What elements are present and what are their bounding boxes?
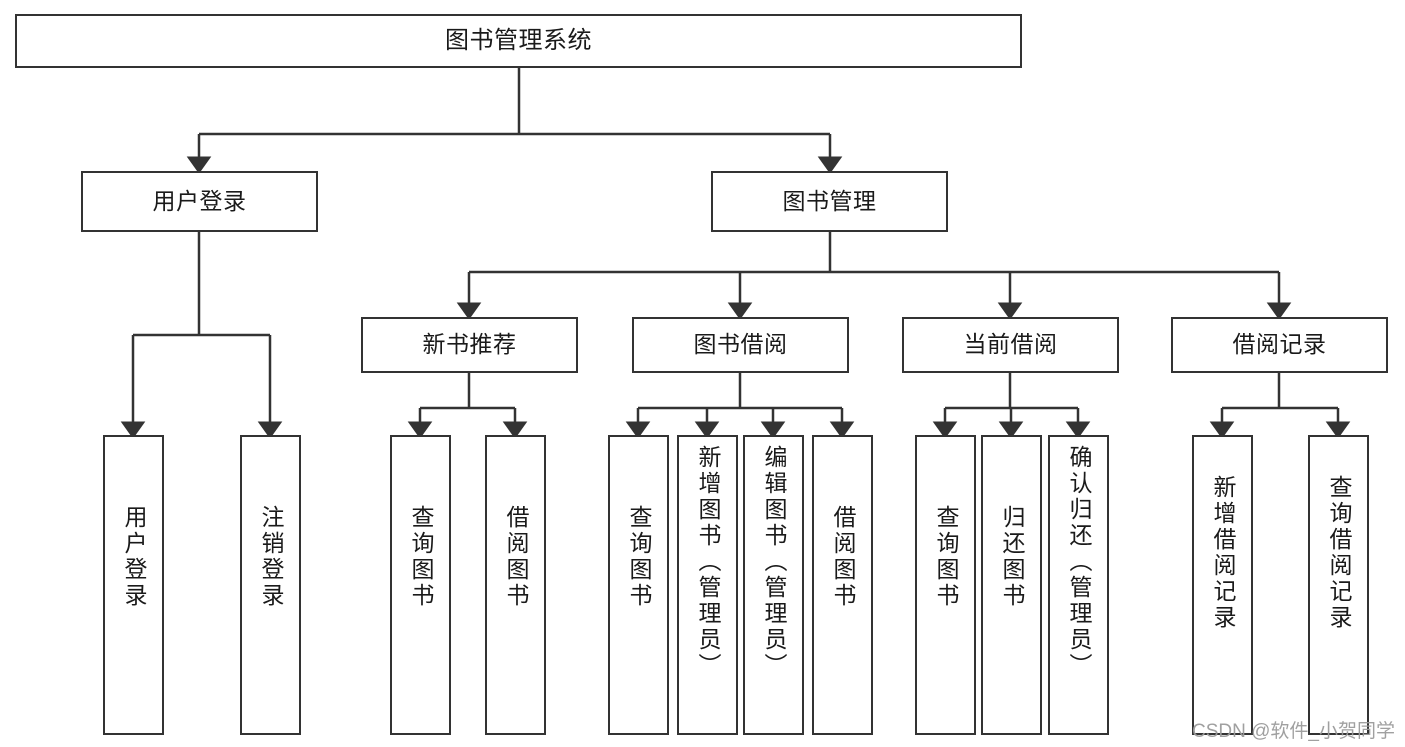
leaf-query-book-current[interactable]: 查询图书 xyxy=(915,435,976,735)
node-label: 图书管理 xyxy=(782,187,877,214)
node-label: 归还图书 xyxy=(999,505,1025,609)
node-label: 新增借阅记录 xyxy=(1210,475,1236,631)
node-label: 查询借阅记录 xyxy=(1326,475,1352,631)
node-label: 查询图书 xyxy=(408,505,434,609)
leaf-query-book-borrow[interactable]: 查询图书 xyxy=(608,435,669,735)
watermark-text: CSDN @软件_小贺同学 xyxy=(1192,721,1395,742)
node-label: 图书借阅 xyxy=(693,331,788,358)
node-label: 新增图书（管理员） xyxy=(695,445,721,679)
node-current-borrow[interactable]: 当前借阅 xyxy=(902,317,1119,373)
node-label: 图书管理系统 xyxy=(445,26,592,54)
node-label: 用户登录 xyxy=(152,187,247,214)
node-user-login[interactable]: 用户登录 xyxy=(81,171,318,232)
node-label: 借阅图书 xyxy=(830,505,856,609)
node-label: 借阅图书 xyxy=(503,505,529,609)
leaf-query-book-recommend[interactable]: 查询图书 xyxy=(390,435,451,735)
leaf-confirm-return-admin[interactable]: 确认归还（管理员） xyxy=(1048,435,1109,735)
node-label: 查询图书 xyxy=(626,505,652,609)
node-book-borrow[interactable]: 图书借阅 xyxy=(632,317,849,373)
node-label: 编辑图书（管理员） xyxy=(761,445,787,679)
node-label: 新书推荐 xyxy=(422,331,517,358)
node-label: 查询图书 xyxy=(933,505,959,609)
node-label: 借阅记录 xyxy=(1232,331,1327,358)
leaf-edit-book-admin[interactable]: 编辑图书（管理员） xyxy=(743,435,804,735)
leaf-add-book-admin[interactable]: 新增图书（管理员） xyxy=(677,435,738,735)
leaf-logout[interactable]: 注销登录 xyxy=(240,435,301,735)
node-borrow-record[interactable]: 借阅记录 xyxy=(1171,317,1388,373)
leaf-add-borrow-record[interactable]: 新增借阅记录 xyxy=(1192,435,1253,735)
node-book-management[interactable]: 图书管理 xyxy=(711,171,948,232)
leaf-borrow-book[interactable]: 借阅图书 xyxy=(812,435,873,735)
leaf-return-book[interactable]: 归还图书 xyxy=(981,435,1042,735)
node-root-system[interactable]: 图书管理系统 xyxy=(15,14,1022,68)
node-label: 确认归还（管理员） xyxy=(1066,445,1092,679)
leaf-user-login[interactable]: 用户登录 xyxy=(103,435,164,735)
node-label: 当前借阅 xyxy=(963,331,1058,358)
leaf-query-borrow-record[interactable]: 查询借阅记录 xyxy=(1308,435,1369,735)
node-label: 用户登录 xyxy=(121,505,147,609)
node-label: 注销登录 xyxy=(258,505,284,609)
leaf-borrow-book-recommend[interactable]: 借阅图书 xyxy=(485,435,546,735)
node-new-book-recommend[interactable]: 新书推荐 xyxy=(361,317,578,373)
